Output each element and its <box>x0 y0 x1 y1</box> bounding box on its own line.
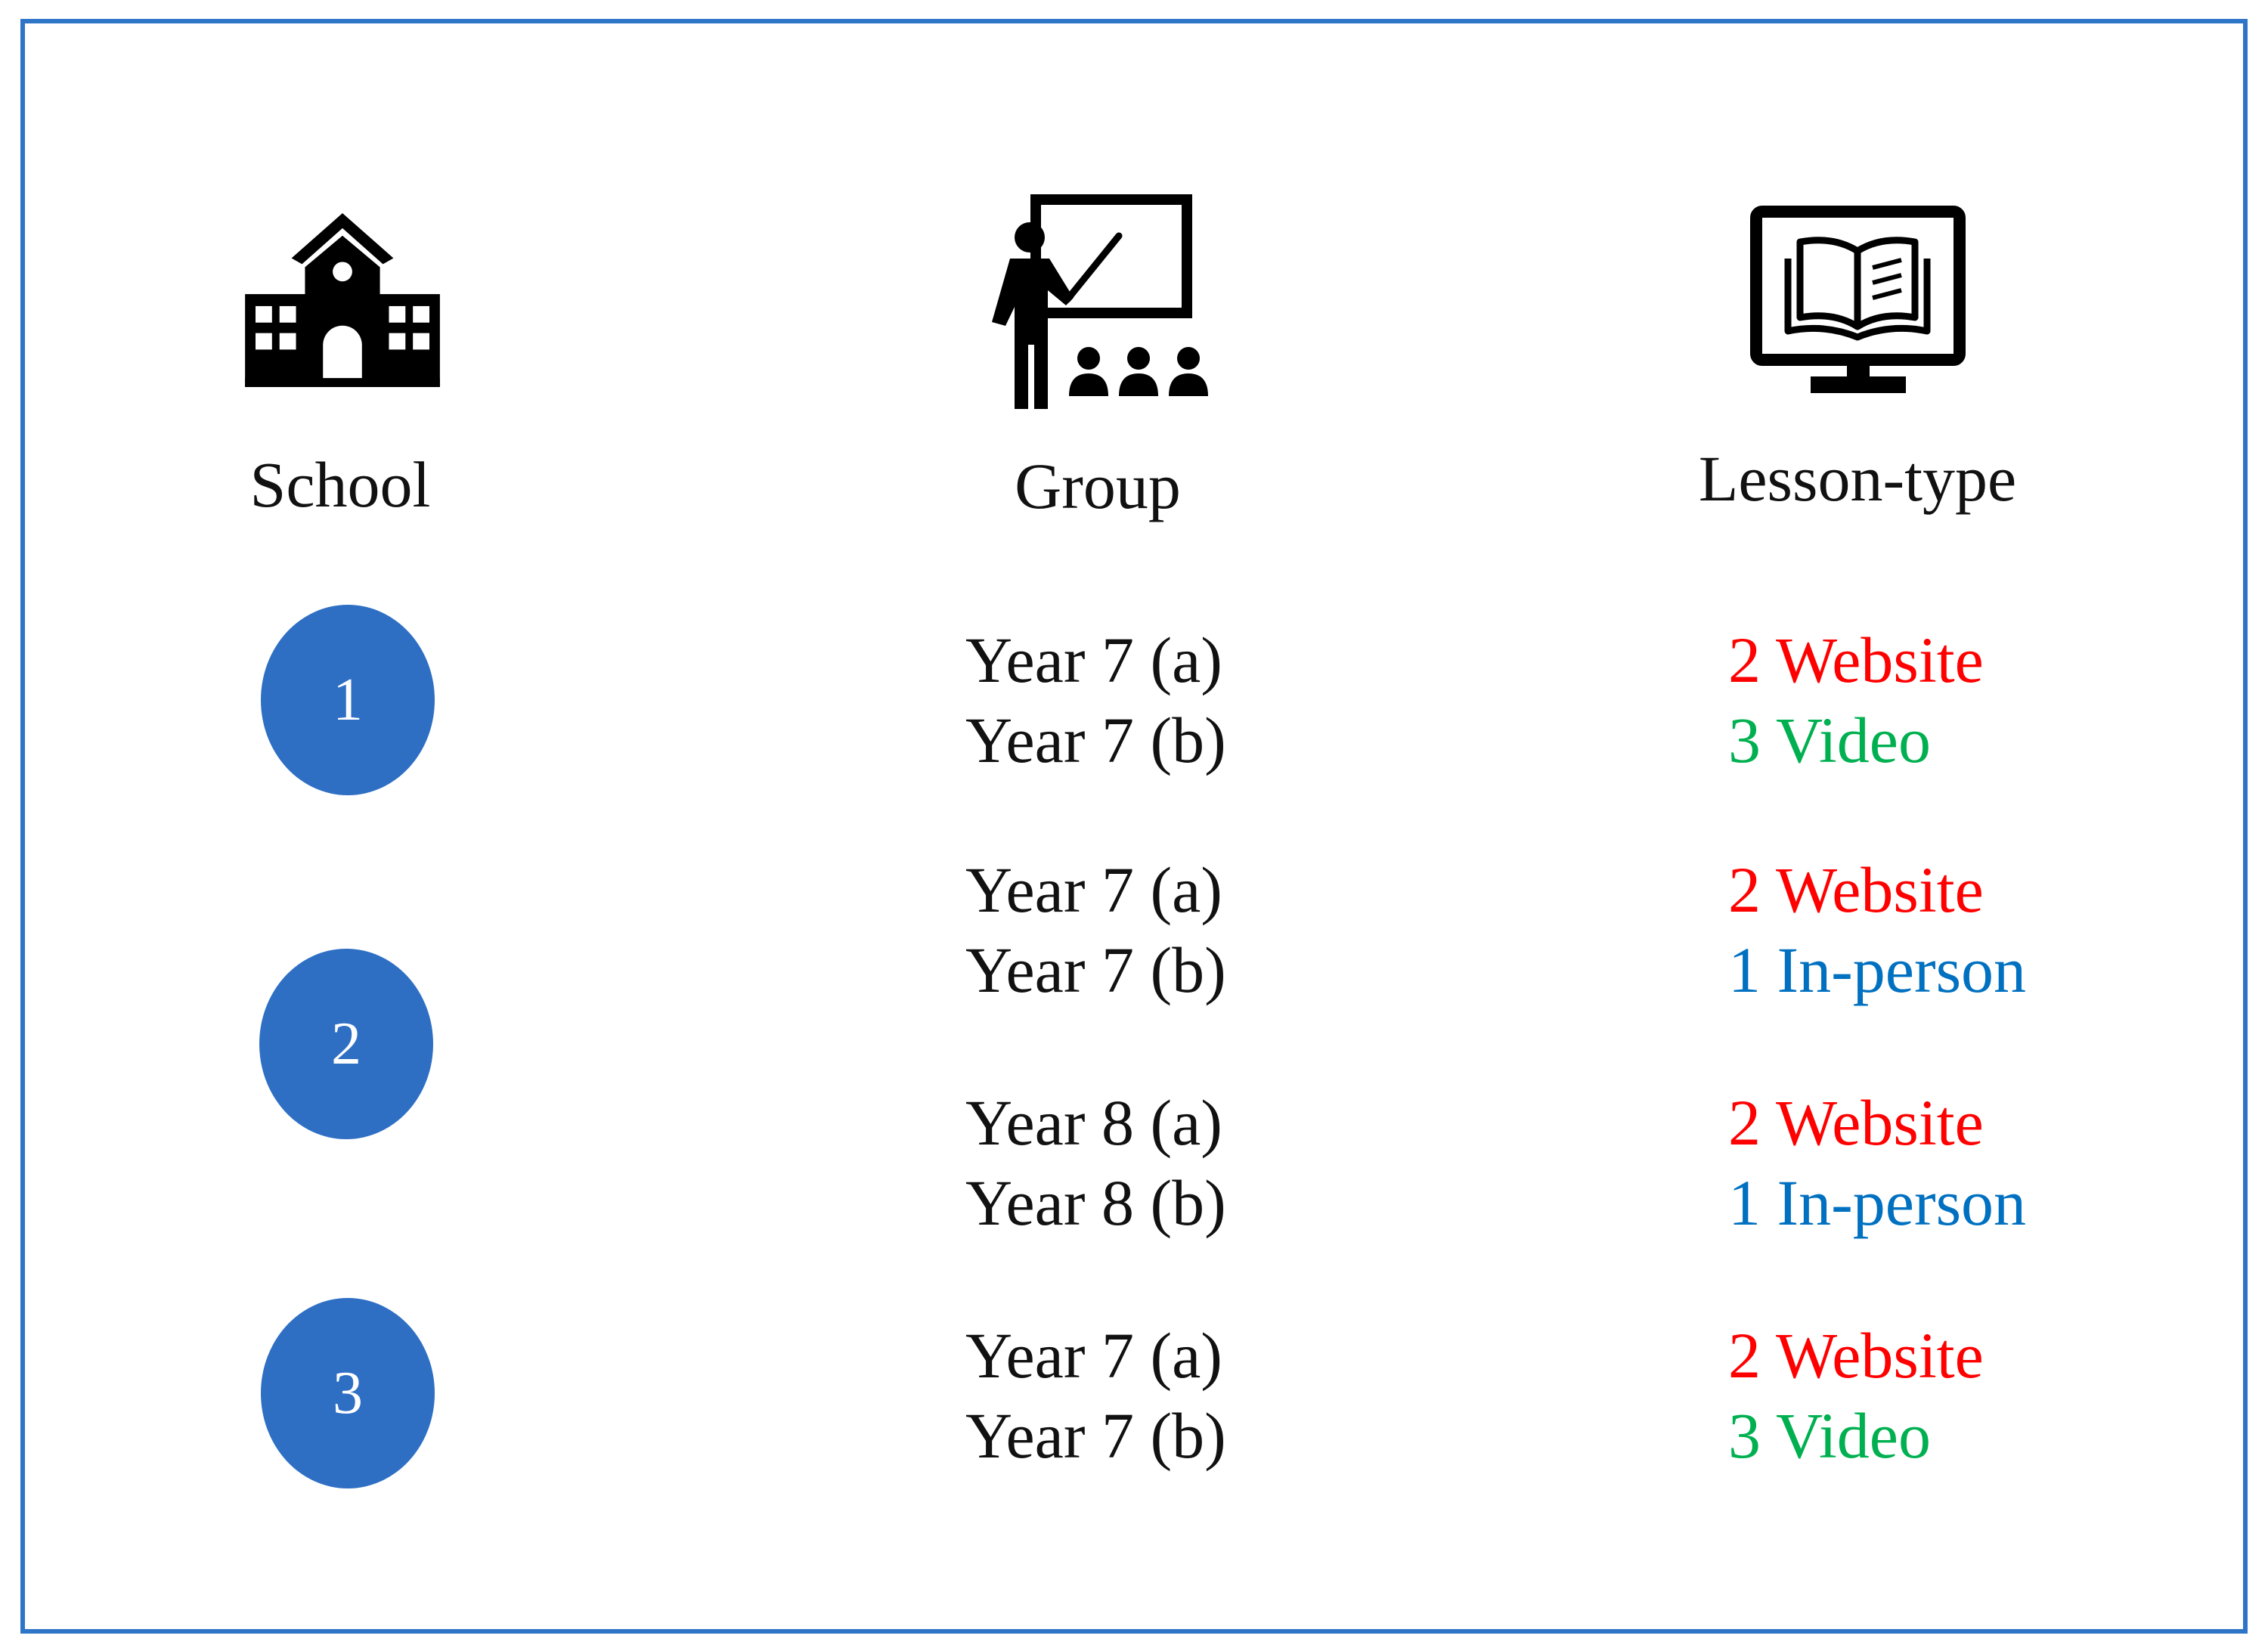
lesson-line-s2-y7a: 2 Website <box>1728 853 1984 926</box>
school-1-circle: 1 <box>261 605 435 795</box>
school-building-icon <box>245 213 440 387</box>
group-line-s2-y7b: Year 7 (b) <box>965 934 1226 1006</box>
group-header: Group <box>1015 450 1181 522</box>
teacher-presentation-icon <box>984 194 1215 409</box>
lesson-line-s3-b: 3 Video <box>1728 1399 1931 1472</box>
school-3-circle: 3 <box>261 1298 435 1488</box>
lesson-line-s2-y7b: 1 In-person <box>1728 934 2027 1006</box>
group-line-s3-b: Year 7 (b) <box>965 1399 1226 1472</box>
group-line-s1-b: Year 7 (b) <box>965 704 1226 776</box>
lesson-line-s1-a: 2 Website <box>1728 624 1984 696</box>
group-line-s2-y7a: Year 7 (a) <box>965 853 1222 926</box>
lesson-line-s2-y8a: 2 Website <box>1728 1086 1984 1159</box>
lesson-line-s2-y8b: 1 In-person <box>1728 1166 2027 1239</box>
lesson-type-header: Lesson-type <box>1698 442 2017 515</box>
school-header: School <box>249 448 431 521</box>
group-line-s3-a: Year 7 (a) <box>965 1319 1222 1392</box>
lesson-line-s3-a: 2 Website <box>1728 1319 1984 1392</box>
group-line-s2-y8a: Year 8 (a) <box>965 1086 1222 1159</box>
monitor-book-icon <box>1750 206 1966 396</box>
lesson-line-s1-b: 3 Video <box>1728 704 1931 776</box>
school-2-circle: 2 <box>259 949 433 1139</box>
group-line-s1-a: Year 7 (a) <box>965 624 1222 696</box>
group-line-s2-y8b: Year 8 (b) <box>965 1166 1226 1239</box>
